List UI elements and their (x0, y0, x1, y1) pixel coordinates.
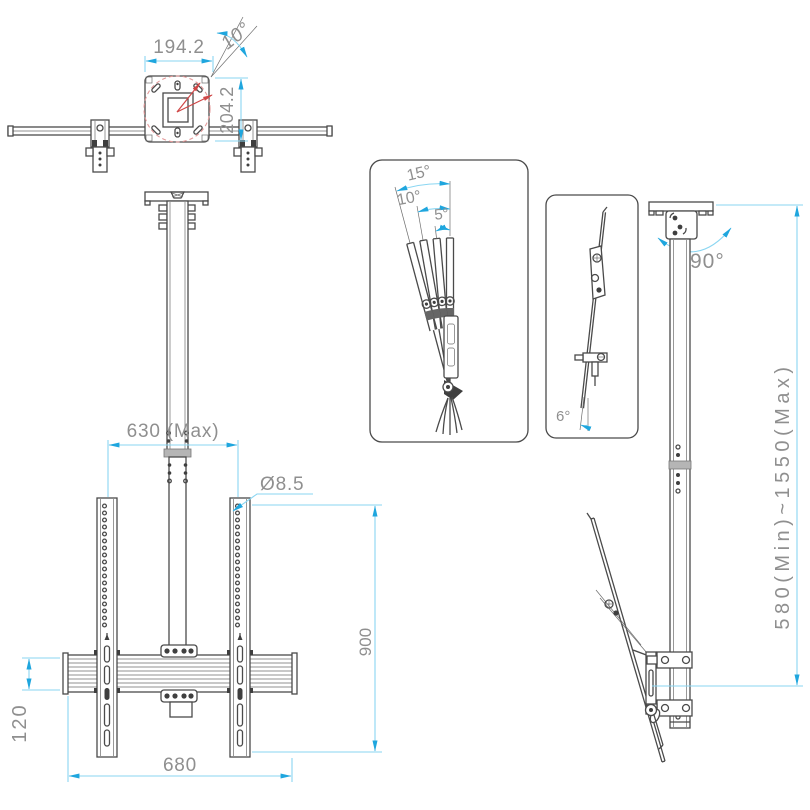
pole-lock-collar (163, 448, 192, 458)
tv-rail-right (227, 497, 253, 758)
front-view: 630 (Max) Ø8.5 900 120 680 (9, 191, 382, 782)
dim-plate-depth: 204.2 (215, 77, 248, 142)
dim-plate-width: 194.2 (144, 37, 214, 72)
dim-label-6: 6° (556, 408, 570, 425)
dim-label-height-range: 580(Min)~1550(Max) (772, 362, 794, 629)
dim-label-plate-depth: 204.2 (217, 86, 237, 134)
pole-knobs (158, 204, 196, 230)
dim-rail-height: 120 (9, 657, 60, 743)
dim-label-plate-width: 194.2 (153, 37, 205, 58)
dim-label-5: 5° (434, 205, 450, 223)
dim-max-width: 630 (Max) (107, 421, 239, 497)
dim-label-15: 15° (405, 163, 432, 185)
dim-bar-length: 680 (67, 696, 293, 782)
dim-hole-diameter: Ø8.5 (232, 474, 313, 512)
tilt-arm-10 (419, 239, 451, 391)
pole-bar-bracket (160, 644, 198, 718)
pole-lock-collar (668, 460, 692, 470)
swivel-joint (665, 210, 698, 240)
top-view: 194.2 10° 204.2 (7, 16, 333, 173)
rotation-circle (143, 75, 211, 143)
rotation-indicator (143, 75, 213, 143)
dim-height-range: 580(Min)~1550(Max) (652, 204, 803, 687)
detail-frame (369, 159, 529, 443)
dim-tilt-angles: 15° 10° 5° (394, 163, 451, 244)
tilt-arm-15 (406, 241, 451, 391)
dim-bracket-height: 900 (252, 504, 382, 753)
dim-swivel-angle-side: 90° (657, 227, 732, 273)
telescopic-pole-side (668, 238, 692, 729)
tv-rail-left (94, 497, 120, 758)
dim-label-bracket-height: 900 (356, 628, 375, 656)
dim-swivel-angle-top: 10° (210, 16, 258, 78)
dim-label-90: 90° (690, 250, 725, 273)
rotation-arrow (176, 94, 213, 113)
dim-label-rail-height: 120 (9, 703, 31, 742)
rotation-arrow (176, 82, 201, 113)
dim-label-10: 10° (396, 188, 423, 209)
dim-label-max-width: 630 (Max) (127, 421, 220, 442)
dim-label-hole-diameter: Ø8.5 (260, 474, 304, 495)
tilted-screen-profile (574, 206, 608, 409)
ceiling-plate-side (648, 201, 714, 216)
rail-clamp-left (85, 119, 115, 173)
dim-label-bar-length: 680 (163, 755, 197, 776)
dim-screen-tilt: 6° (556, 396, 592, 432)
side-tilt-detail-view: 6° (545, 194, 639, 439)
side-view: 90° (586, 201, 803, 763)
tilt-linkage (595, 589, 693, 750)
screen-plate-side (586, 512, 666, 763)
tilt-detail-view: 15° 10° 5° (369, 159, 529, 443)
detail-frame (545, 194, 639, 439)
tilt-bracket (435, 315, 463, 435)
ceiling-plate-top (144, 75, 210, 143)
dim-label-swivel-angle: 10° (219, 17, 254, 54)
